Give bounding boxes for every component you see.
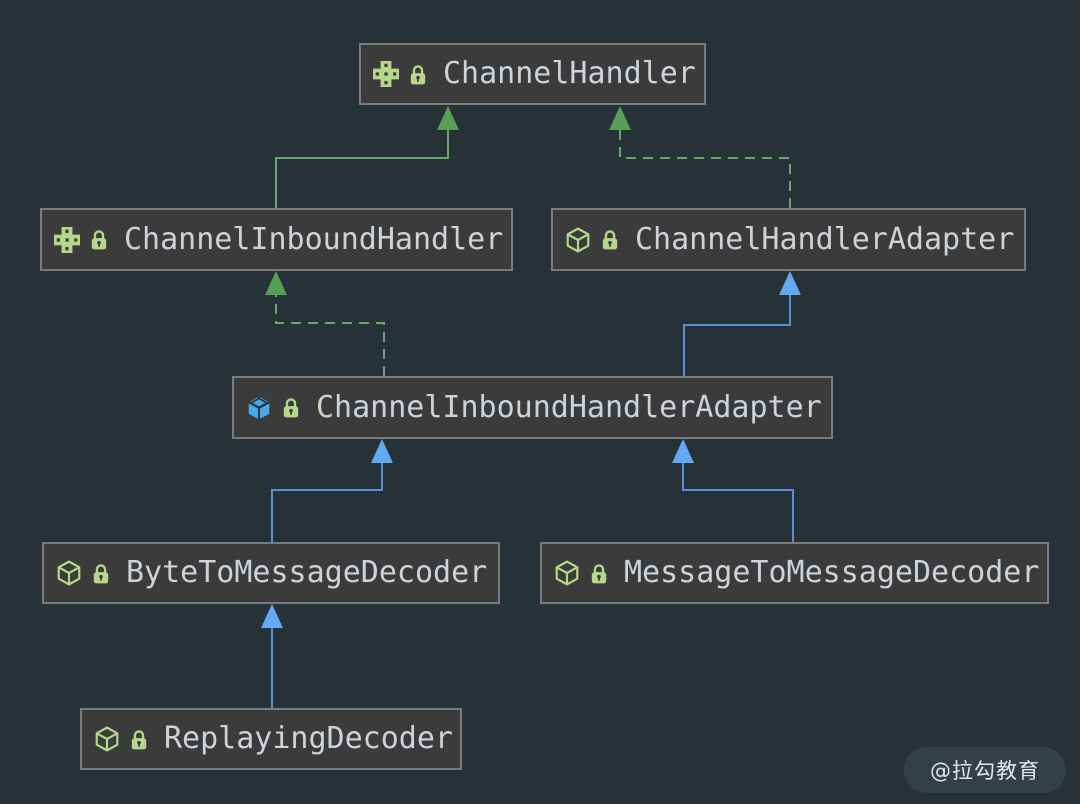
class-name: ChannelHandlerAdapter bbox=[635, 221, 1015, 257]
lock-icon bbox=[131, 729, 147, 749]
class-node-channelinboundhandleradapter[interactable]: ChannelInboundHandlerAdapter bbox=[232, 376, 833, 439]
cube-outline-icon bbox=[95, 726, 119, 752]
cube-outline-icon bbox=[57, 560, 81, 586]
lock-icon bbox=[93, 563, 109, 583]
interface-icon bbox=[373, 61, 399, 87]
edge-replayingdecoder-extends-bytetomessagedecoder bbox=[261, 604, 283, 708]
lock-icon bbox=[602, 230, 618, 250]
class-name: ChannelInboundHandler bbox=[124, 221, 504, 257]
lock-icon bbox=[410, 64, 426, 84]
edge-bytetomessagedecoder-extends-channelinboundhandleradapter bbox=[271, 439, 393, 542]
cube-filled-icon bbox=[248, 396, 270, 419]
class-name: ReplayingDecoder bbox=[164, 721, 453, 756]
class-name: MessageToMessageDecoder bbox=[624, 555, 1040, 590]
edge-channelhandleradapter-implements-channelhandler bbox=[609, 106, 791, 208]
lock-icon bbox=[91, 230, 107, 250]
watermark-text: @拉勾教育 bbox=[930, 759, 1040, 783]
class-node-channelinboundhandler[interactable]: ChannelInboundHandler bbox=[40, 208, 513, 271]
lock-icon bbox=[283, 398, 299, 418]
interface-icon bbox=[54, 226, 80, 253]
cube-outline-icon bbox=[566, 227, 590, 252]
edge-channelinboundhandleradapter-implements-channelinboundhandler bbox=[265, 271, 385, 376]
class-name: ChannelInboundHandlerAdapter bbox=[316, 389, 822, 425]
class-node-replayingdecoder[interactable]: ReplayingDecoder bbox=[80, 708, 462, 770]
cube-outline-icon bbox=[555, 560, 579, 586]
class-node-bytetomessagedecoder[interactable]: ByteToMessageDecoder bbox=[42, 542, 500, 604]
class-name: ByteToMessageDecoder bbox=[126, 555, 488, 590]
class-node-channelhandler[interactable]: ChannelHandler bbox=[359, 43, 706, 105]
class-node-channelhandleradapter[interactable]: ChannelHandlerAdapter bbox=[551, 208, 1026, 271]
edge-channelinboundhandleradapter-extends-channelhandleradapter bbox=[683, 271, 801, 376]
class-node-messagetomessagedecoder[interactable]: MessageToMessageDecoder bbox=[540, 542, 1049, 604]
edge-messagetomessagedecoder-extends-channelinboundhandleradapter bbox=[672, 439, 794, 542]
edge-channelinboundhandler-extends-channelhandler bbox=[275, 106, 459, 208]
lock-icon bbox=[591, 563, 607, 583]
class-name: ChannelHandler bbox=[443, 56, 696, 91]
watermark-badge: @拉勾教育 bbox=[904, 747, 1066, 793]
